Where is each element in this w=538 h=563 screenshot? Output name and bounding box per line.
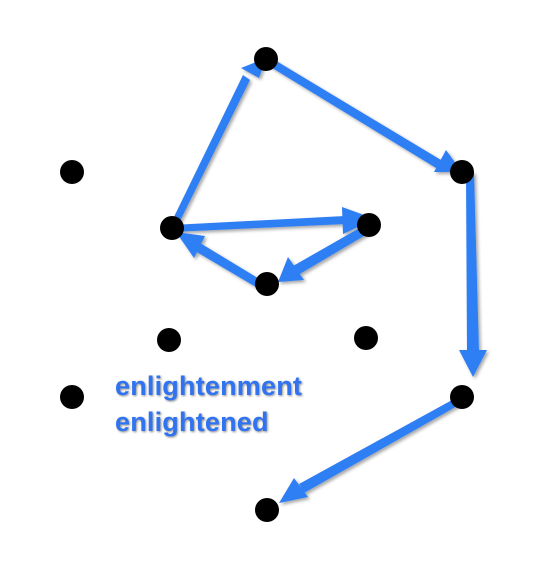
dot [354, 326, 378, 350]
dot [254, 47, 278, 71]
dot [157, 328, 181, 352]
dot [160, 216, 184, 240]
arrow-7 [195, 243, 266, 290]
dot [60, 160, 84, 184]
dot [60, 385, 84, 409]
dot [450, 160, 474, 184]
arrow-6-head [278, 257, 304, 282]
dot [450, 385, 474, 409]
arrow-1 [170, 75, 250, 229]
arrow-2 [264, 56, 446, 171]
arrow-6 [293, 222, 374, 275]
arrow-4 [299, 394, 466, 493]
dot [255, 272, 279, 296]
arrow-3 [466, 172, 479, 352]
arrow-3-head [459, 350, 487, 377]
arrow-4-head [279, 478, 308, 503]
dot [357, 213, 381, 237]
arrow-7-head [176, 232, 205, 258]
arrow-5 [172, 216, 346, 232]
caption-enlightenment: enlightenment [115, 371, 303, 401]
dot [255, 498, 279, 522]
caption-enlightened: enlightened [115, 407, 269, 437]
